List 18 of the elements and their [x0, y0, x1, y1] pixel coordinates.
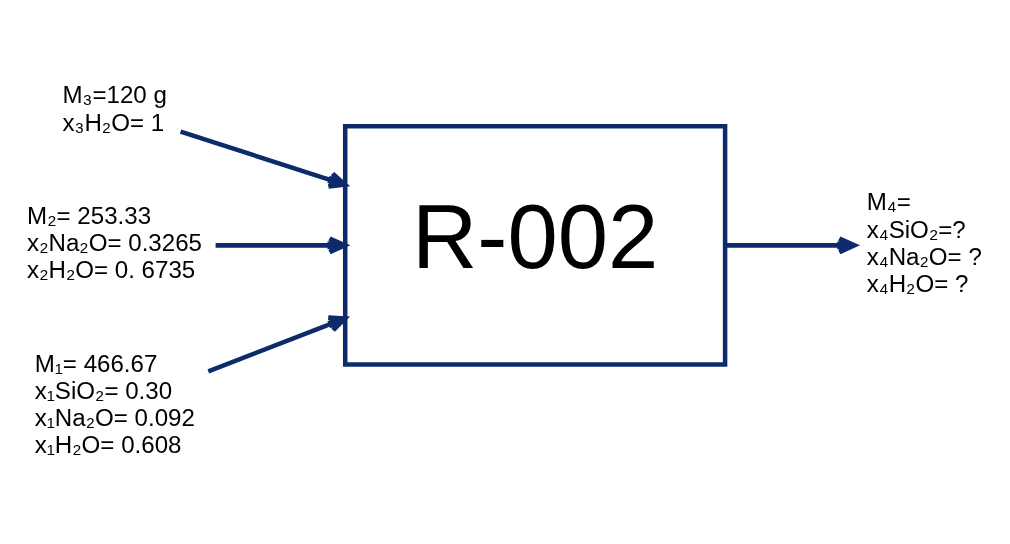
- node-label: x₁Na₂O= 0.092: [34, 403, 195, 431]
- node-text: M₄=: [866, 187, 911, 215]
- arrow: [207, 314, 348, 373]
- node-label: x₄H₂O= ?: [866, 269, 969, 297]
- node-text: M₂= 253.33: [27, 201, 152, 229]
- node-label: x₁SiO₂= 0.30: [34, 376, 173, 404]
- arrow: [725, 235, 857, 254]
- node-box: R-002: [342, 123, 728, 367]
- node-label: x₃H₂O= 1: [62, 107, 165, 135]
- node-label: x₄SiO₂=?: [866, 215, 966, 243]
- node-text: M₃=120 g: [62, 80, 167, 108]
- node-text: M₁= 466.67: [34, 349, 158, 377]
- node-label: x₄Na₂O= ?: [866, 242, 982, 270]
- node-label: x₂Na₂O= 0.3265: [27, 228, 202, 256]
- node-label: x₂H₂O= 0. 6735: [27, 255, 196, 283]
- arrow: [215, 235, 348, 254]
- arrow: [179, 129, 348, 189]
- node-label: x₁H₂O= 0.608: [34, 430, 182, 458]
